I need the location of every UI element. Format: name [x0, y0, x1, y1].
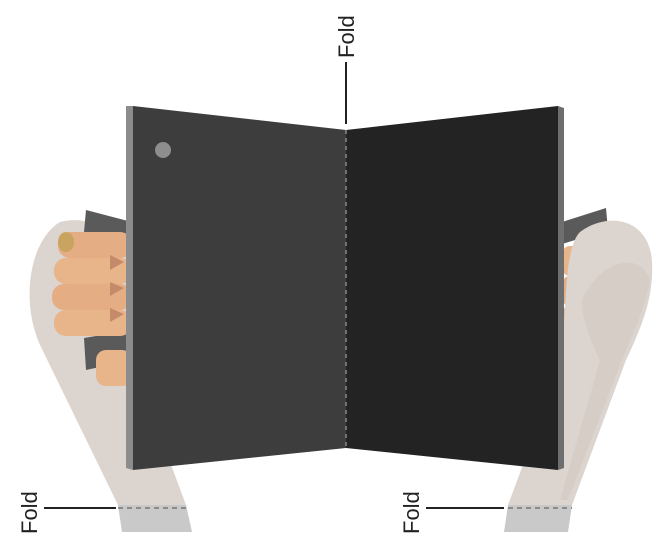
right-fold-callout: Fold: [399, 491, 504, 534]
right-panel-edge: [558, 106, 564, 470]
left-sleeve-cuff: [118, 505, 192, 532]
right-sleeve-cuff: [504, 505, 572, 532]
top-fold-label: Fold: [334, 15, 359, 58]
right-fold-label: Fold: [399, 491, 424, 534]
camera-dot-icon: [155, 142, 171, 158]
left-thumbnail: [58, 232, 74, 252]
right-panel: [346, 106, 558, 470]
left-panel-edge: [126, 106, 133, 470]
left-panel: [133, 106, 346, 470]
left-fold-callout: Fold: [17, 491, 116, 534]
top-fold-callout: Fold: [334, 15, 359, 124]
left-fold-label: Fold: [17, 491, 42, 534]
folding-phone: [126, 106, 564, 470]
